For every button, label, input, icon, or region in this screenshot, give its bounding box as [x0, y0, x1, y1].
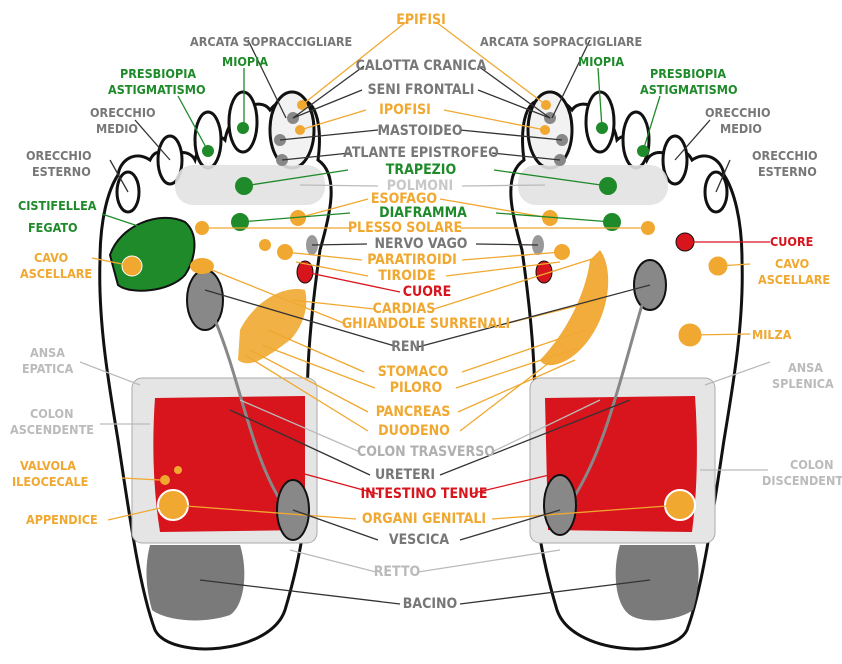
- label-arcata-right: ARCATA SOPRACCIGLIARE: [480, 34, 642, 49]
- label-mastoideo: MASTOIDEO: [377, 123, 462, 139]
- label-presbiopia-right: PRESBIOPIA: [650, 66, 726, 81]
- label-milza: MILZA: [752, 327, 792, 342]
- label-diaframma: DIAFRAMMA: [379, 205, 467, 221]
- label-organi: ORGANI GENITALI: [362, 511, 486, 527]
- label-vescica: VESCICA: [389, 532, 450, 548]
- label-cuore-center: CUORE: [403, 284, 451, 300]
- label-colon-trasverso: COLON TRASVERSO: [357, 444, 495, 460]
- right-bladder: [544, 475, 576, 535]
- label-reni: RENI: [391, 339, 425, 355]
- label-orecchio-medio-right-2: MEDIO: [720, 121, 762, 136]
- label-atlante: ATLANTE EPISTROFEO: [343, 145, 499, 161]
- label-ipofisi: IPOFISI: [379, 102, 431, 118]
- label-colon-asc-2: ASCENDENTE: [10, 422, 94, 437]
- label-astigmatismo-right: ASTIGMATISMO: [640, 82, 738, 97]
- label-orecchio-esterno-right-1: ORECCHIO: [752, 148, 818, 163]
- label-valvola-1: VALVOLA: [20, 458, 76, 473]
- left-big-toe: [270, 92, 314, 168]
- label-astigmatismo-left: ASTIGMATISMO: [108, 82, 206, 97]
- label-bacino: BACINO: [403, 596, 458, 612]
- label-appendice: APPENDICE: [26, 512, 98, 527]
- label-cavo-left-1: CAVO: [34, 250, 68, 265]
- label-cuore-right: CUORE: [770, 234, 813, 249]
- left-appendix-point: [174, 466, 182, 474]
- label-orecchio-medio-left-2: MEDIO: [96, 121, 138, 136]
- label-plesso: PLESSO SOLARE: [348, 220, 462, 236]
- label-cistifellea: CISTIFELLEA: [18, 198, 97, 213]
- label-presbiopia-left: PRESBIOPIA: [120, 66, 196, 81]
- label-orecchio-esterno-left-1: ORECCHIO: [26, 148, 92, 163]
- label-cavo-right-2: ASCELLARE: [758, 272, 830, 287]
- label-seni: SENI FRONTALI: [368, 82, 475, 98]
- label-orecchio-esterno-right-2: ESTERNO: [758, 164, 817, 179]
- label-cardias: CARDIAS: [373, 301, 436, 317]
- label-fegato: FEGATO: [28, 220, 78, 235]
- left-heel-zone: [146, 545, 244, 620]
- left-toe-3: [195, 112, 221, 168]
- left-eye-point-1: [237, 122, 249, 134]
- label-orecchio-medio-right-1: ORECCHIO: [705, 105, 771, 120]
- left-valve-point: [160, 475, 170, 485]
- label-retto: RETTO: [374, 564, 421, 580]
- left-kidney: [187, 270, 223, 330]
- label-cavo-left-2: ASCELLARE: [20, 266, 92, 281]
- label-paratiroidi: PARATIROIDI: [367, 252, 457, 268]
- label-intestino: INTESTINO TENUE: [361, 486, 488, 502]
- label-colon-asc-1: COLON: [30, 406, 74, 421]
- label-valvola-2: ILEOCECALE: [12, 474, 88, 489]
- label-miopia-left: MIOPIA: [222, 54, 268, 69]
- label-ansa-splenica-2: SPLENICA: [772, 376, 834, 391]
- label-ansa-epatica-2: EPATICA: [22, 361, 74, 376]
- left-foot: [100, 92, 331, 649]
- label-orecchio-esterno-left-2: ESTERNO: [32, 164, 91, 179]
- label-nervo-vago: NERVO VAGO: [374, 236, 467, 252]
- label-epifisi: EPIFISI: [396, 12, 446, 28]
- label-ansa-epatica-1: ANSA: [30, 345, 65, 360]
- label-colon-disc-1: COLON: [790, 457, 834, 472]
- label-orecchio-medio-left-1: ORECCHIO: [90, 105, 156, 120]
- label-trapezio: TRAPEZIO: [386, 162, 457, 178]
- label-stomaco: STOMACO: [378, 364, 449, 380]
- right-toe-3: [623, 112, 649, 168]
- label-ureteri: URETERI: [375, 467, 435, 483]
- label-pancreas: PANCREAS: [376, 404, 451, 420]
- label-colon-disc-2: DISCENDENTE: [762, 473, 842, 488]
- label-arcata-left: ARCATA SOPRACCIGLIARE: [190, 34, 352, 49]
- label-piloro: PILORO: [390, 380, 443, 396]
- label-miopia-right: MIOPIA: [578, 54, 624, 69]
- label-calotta: CALOTTA CRANICA: [356, 58, 487, 74]
- right-foot: [511, 92, 742, 649]
- left-paratiroidi-point-2: [259, 239, 271, 251]
- label-cavo-right-1: CAVO: [775, 256, 809, 271]
- label-tiroide: TIROIDE: [378, 268, 435, 284]
- label-ghiandole: GHIANDOLE SURRENALI: [342, 316, 510, 332]
- label-ansa-splenica-1: ANSA: [788, 360, 823, 375]
- label-duodeno: DUODENO: [378, 423, 450, 439]
